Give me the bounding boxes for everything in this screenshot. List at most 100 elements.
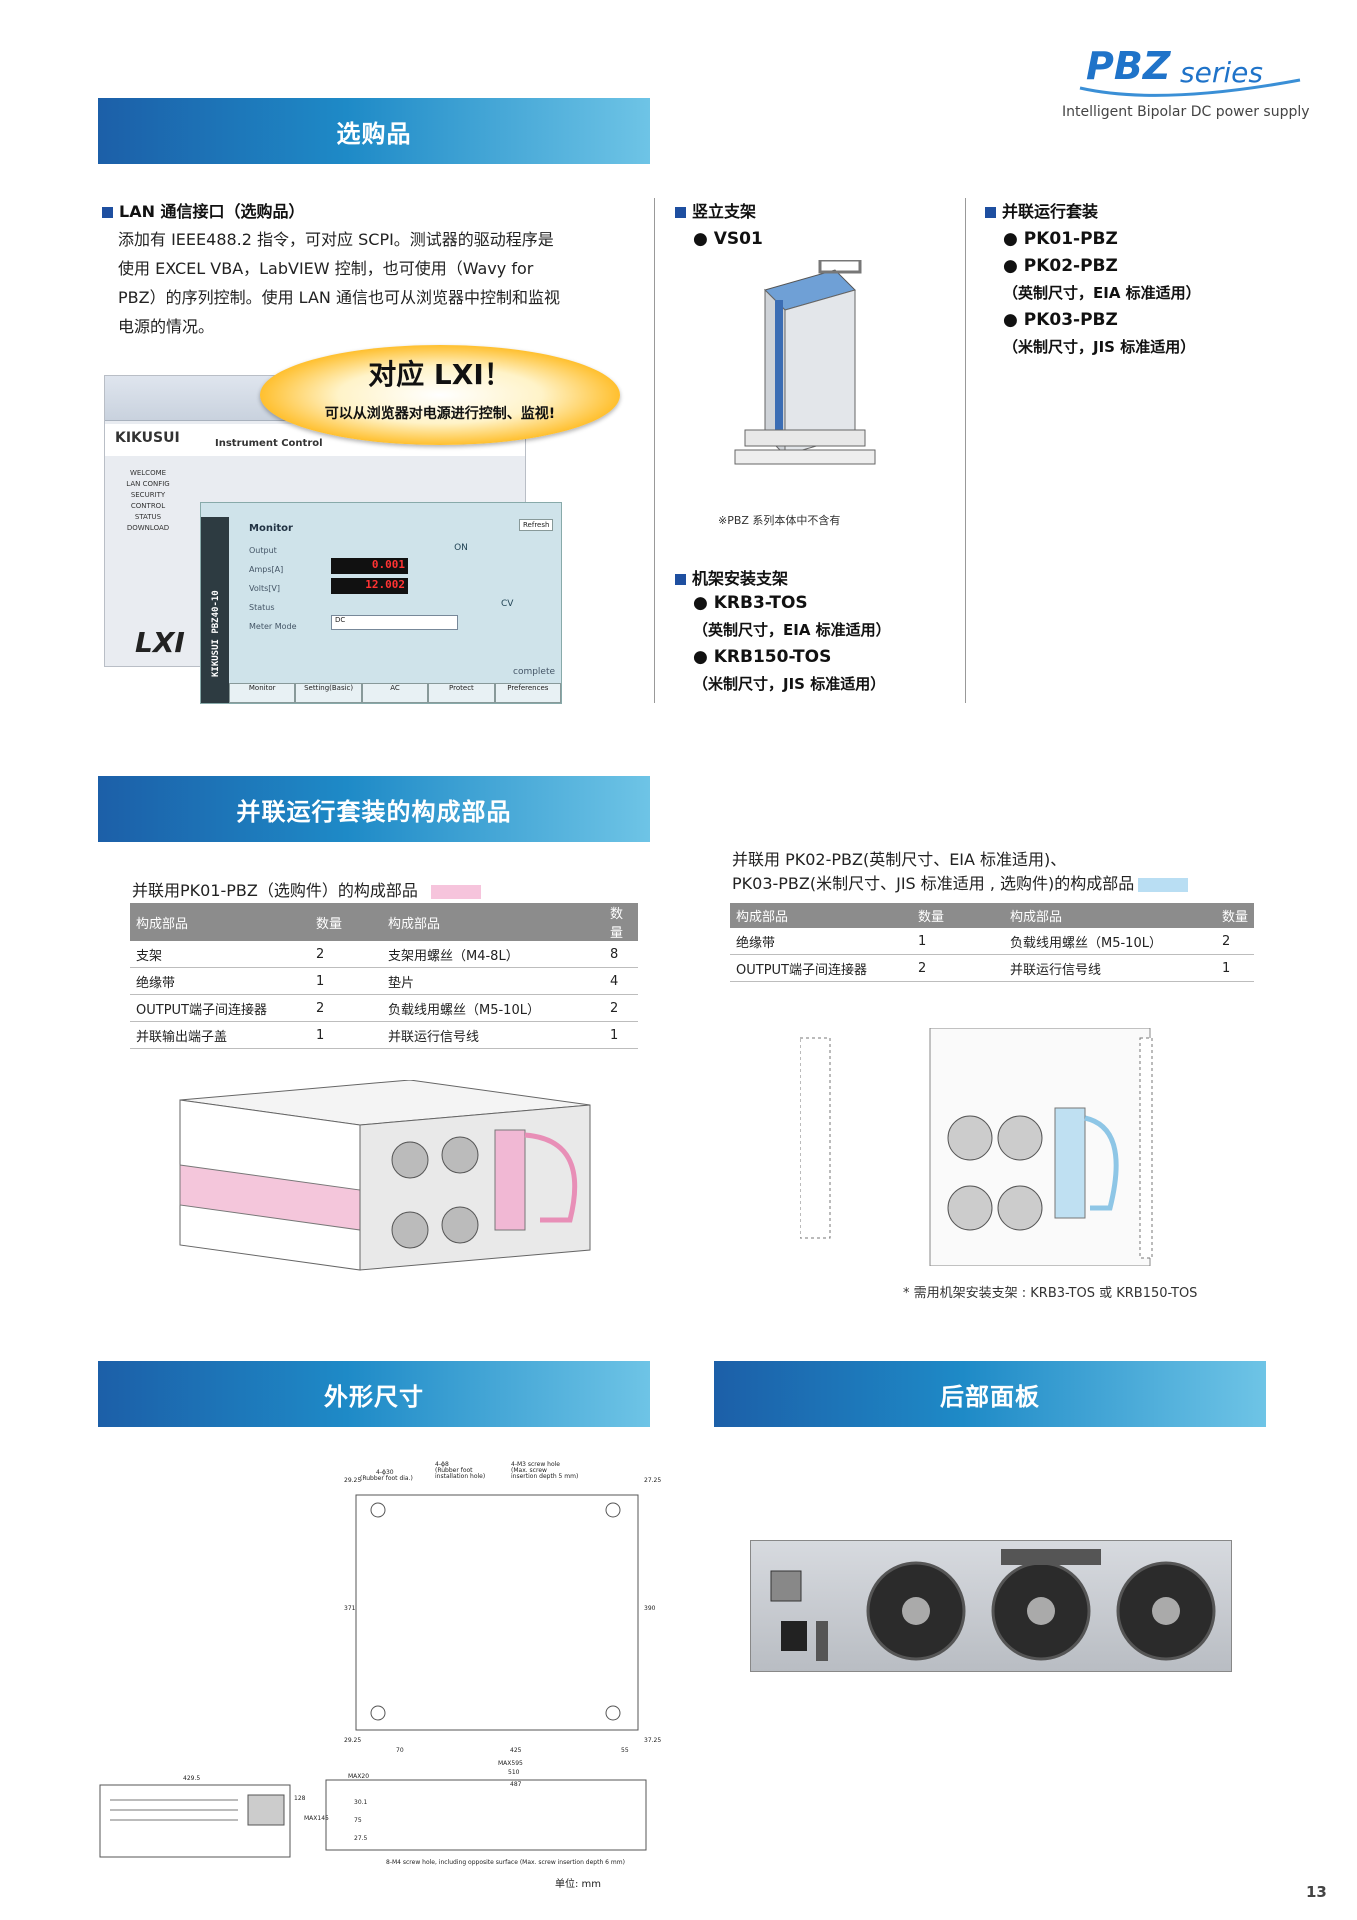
web-menu: WELCOME LAN CONFIG SECURITY CONTROL STAT… (113, 468, 183, 534)
cell: 并联运行信号线 (1004, 954, 1216, 982)
drawing-label: (Rubber foot dia.) (360, 1475, 413, 1482)
dim-value: 390 (644, 1605, 656, 1612)
table-row: 绝缘带 1 垫片 4 (130, 967, 638, 995)
parallel-kit-title-text: 并联运行套装 (1002, 202, 1099, 221)
kit-item: ● PK03-PBZ (1003, 310, 1118, 330)
stacked-units-icon (179, 1079, 591, 1271)
drawing-label: 4-ϕ8 (435, 1461, 449, 1468)
refresh-button[interactable]: Refresh (519, 519, 554, 531)
kit-item: ● PK02-PBZ (1003, 256, 1118, 276)
menu-item-welcome[interactable]: WELCOME (129, 469, 167, 477)
drawing-label: installation hole) (435, 1473, 486, 1480)
cell: 2 (912, 954, 1004, 982)
rack-mount-illustration (799, 1027, 1180, 1267)
tab-monitor[interactable]: Monitor (229, 683, 296, 703)
rack-item: ● KRB3-TOS (693, 593, 808, 613)
dim-value: 487 (510, 1781, 522, 1788)
col-header: 数量 (1216, 903, 1254, 928)
divider (965, 198, 966, 703)
cell: 1 (310, 1021, 382, 1049)
square-bullet-icon (675, 574, 686, 585)
cell: 1 (310, 967, 382, 995)
cell: 2 (1216, 928, 1254, 955)
section-banner-options: 选购品 (98, 98, 650, 164)
rack-mount-icon (799, 1027, 1153, 1267)
dim-value: 30.1 (354, 1799, 368, 1806)
row-status: Status (249, 603, 275, 612)
menu-item-lan-config[interactable]: LAN CONFIG (126, 480, 170, 488)
tab-setting-basic[interactable]: Setting(Basic) (295, 683, 362, 703)
tab-preferences[interactable]: Preferences (494, 683, 561, 703)
cell: 并联输出端子盖 (130, 1021, 310, 1049)
dim-value: 37.25 (644, 1737, 662, 1744)
menu-item-security[interactable]: SECURITY (130, 491, 166, 499)
section-banner-dimensions: 外形尺寸 (98, 1361, 650, 1427)
tab-ac[interactable]: AC (361, 683, 429, 703)
cell: 垫片 (382, 967, 604, 995)
amps-display: 0.001 (331, 558, 408, 574)
table2-title-line2-wrap: PK03-PBZ(米制尺寸、JIS 标准适用 , 选购件)的构成部品 (732, 872, 1189, 896)
dim-value: 27.5 (354, 1835, 368, 1842)
table-row: OUTPUT端子间连接器 2 负载线用螺丝（M5-10L） 2 (130, 994, 638, 1022)
rack-note: （米制尺寸，JIS 标准适用） (693, 675, 886, 693)
side-model-label: KIKUSUI PBZ40-10 (211, 590, 221, 677)
drawing-label: 4-ϕ30 (376, 1469, 394, 1476)
cell: 4 (604, 967, 638, 995)
dim-value: 55 (621, 1747, 629, 1754)
dim-value: 75 (354, 1817, 362, 1824)
menu-item-control[interactable]: CONTROL (130, 502, 166, 510)
col-header: 构成部品 (130, 903, 310, 941)
meter-mode-select[interactable]: DC (331, 615, 458, 630)
square-bullet-icon (675, 207, 686, 218)
dim-value: 510 (508, 1769, 520, 1776)
table-header-row: 构成部品 数量 构成部品 数量 (130, 903, 638, 941)
cell: OUTPUT端子间连接器 (130, 994, 310, 1022)
row-amps: Amps[A] (249, 565, 284, 574)
monitor-title: Monitor (249, 523, 293, 534)
rack-item: ● KRB150-TOS (693, 647, 832, 667)
complete-status: complete (513, 667, 556, 677)
tab-protect[interactable]: Protect (428, 683, 495, 703)
menu-item-status[interactable]: STATUS (134, 513, 162, 521)
blue-swatch (1138, 877, 1189, 892)
table1-title-text: 并联用PK01-PBZ（选购件）的构成部品 (132, 881, 418, 900)
cell: 2 (604, 994, 638, 1022)
monitor-tabbar: Monitor Setting(Basic) AC Protect Prefer… (229, 683, 561, 703)
dim-value: 27.25 (644, 1477, 662, 1484)
dim-value: MAX145 (304, 1815, 329, 1822)
dim-value: 425 (510, 1747, 522, 1754)
drawing-label: insertion depth 5 mm) (511, 1473, 579, 1480)
dim-value: 128 (294, 1795, 306, 1802)
col-header: 构成部品 (382, 903, 604, 941)
col-header: 构成部品 (730, 903, 912, 928)
lan-line: PBZ）的序列控制。使用 LAN 通信也可从浏览器中控制和监视 (118, 288, 560, 307)
drawing-label: (Rubber foot (435, 1467, 473, 1474)
rack-title: 机架安装支架 (675, 565, 788, 589)
cell: 并联运行信号线 (382, 1021, 604, 1049)
table-row: OUTPUT端子间连接器 2 并联运行信号线 1 (730, 954, 1254, 982)
lxi-callout: 对应 LXI！ 可以从浏览器对电源进行控制、监视! (260, 345, 620, 445)
drawing-label: (Max. screw (511, 1467, 547, 1474)
menu-item-download[interactable]: DOWNLOAD (126, 524, 170, 532)
stand-title-text: 竖立支架 (692, 202, 757, 221)
row-output: Output (249, 546, 277, 555)
col-header: 数量 (604, 903, 638, 941)
rack-note: （英制尺寸，EIA 标准适用） (693, 621, 891, 639)
square-bullet-icon (985, 207, 996, 218)
col-header: 构成部品 (1004, 903, 1216, 928)
table-row: 并联输出端子盖 1 并联运行信号线 1 (130, 1021, 638, 1049)
kit-item: ● PK01-PBZ (1003, 229, 1118, 249)
table2-note: * 需用机架安装支架 : KRB3-TOS 或 KRB150-TOS (903, 1286, 1198, 1301)
stand-model: ● VS01 (693, 229, 763, 249)
output-value: ON (454, 543, 468, 553)
square-bullet-icon (102, 207, 113, 218)
logo-main: PBZ (1086, 44, 1171, 88)
lxi-logo: LXI (135, 626, 185, 659)
instrument-control-title: Instrument Control (215, 438, 323, 449)
unit-label: 单位: mm (555, 1879, 602, 1890)
kit-note: （英制尺寸，EIA 标准适用） (1003, 284, 1201, 302)
cell: 绝缘带 (130, 967, 310, 995)
kikusui-logo: KIKUSUI (115, 430, 180, 446)
table-row: 绝缘带 1 负载线用螺丝（M5-10L） 2 (730, 928, 1254, 955)
vertical-stand-icon (734, 258, 876, 465)
